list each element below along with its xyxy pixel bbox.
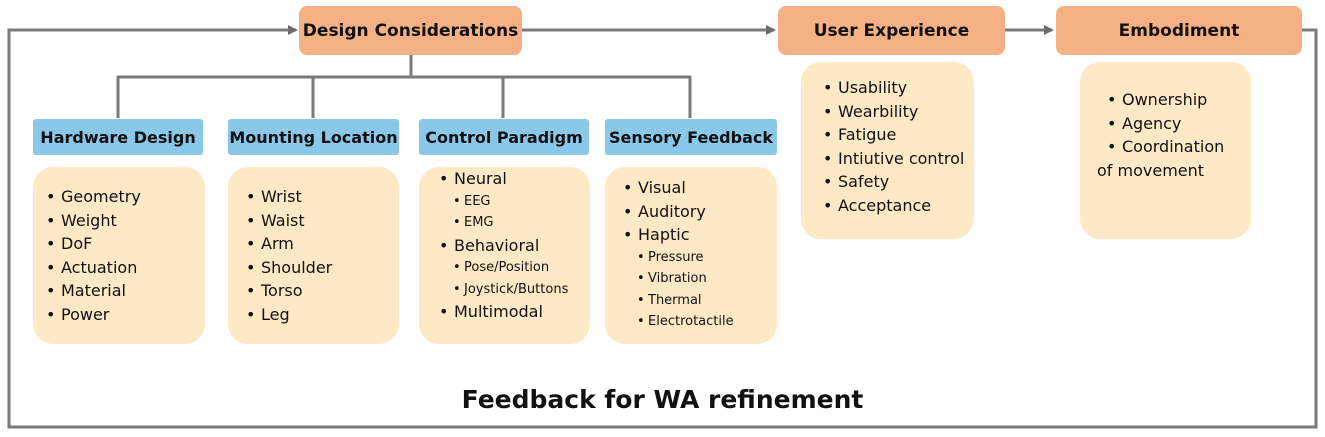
sub-list-item: •EMG xyxy=(453,215,494,231)
embodiment-box: Embodiment xyxy=(1056,6,1302,55)
list-item-continuation: of movement xyxy=(1097,160,1205,180)
sensory-feedback-header: Sensory Feedback xyxy=(605,119,777,155)
control-paradigm-label: Control Paradigm xyxy=(425,127,583,147)
list-item: •Wrist xyxy=(246,187,302,206)
sub-list-item: •Thermal xyxy=(637,292,702,308)
hardware-design-header: Hardware Design xyxy=(33,119,203,155)
list-item: •Usability xyxy=(823,78,908,97)
list-item: •DoF xyxy=(46,234,93,254)
list-item: •Torso xyxy=(246,281,303,301)
hardware-design-card: •Geometry •Weight •DoF •Actuation •Mater… xyxy=(33,167,205,344)
list-item: •Actuation xyxy=(46,257,138,277)
design-considerations-box: Design Considerations xyxy=(299,6,522,55)
list-item: •Material xyxy=(46,281,126,301)
user-experience-card: •Usability •Wearbility •Fatigue •Intiuti… xyxy=(801,62,974,239)
list-item: •Auditory xyxy=(623,201,706,221)
user-experience-label: User Experience xyxy=(813,20,970,41)
list-item: •Visual xyxy=(623,178,686,197)
embodiment-label: Embodiment xyxy=(1118,20,1240,41)
list-item: •Arm xyxy=(246,234,294,254)
list-item: •Geometry xyxy=(46,187,141,206)
mounting-location-label: Mounting Location xyxy=(229,127,398,147)
list-item: •Leg xyxy=(246,304,290,324)
list-item: •Safety xyxy=(823,172,890,192)
sub-list-item: •Vibration xyxy=(637,271,707,287)
mounting-location-card: •Wrist •Waist •Arm •Shoulder •Torso •Leg xyxy=(228,167,399,344)
sub-list-item: •Joystick/Buttons xyxy=(453,281,569,297)
embodiment-card: •Ownership •Agency •Coordination of move… xyxy=(1080,62,1251,239)
feedback-label: Feedback for WA refinement xyxy=(461,385,864,414)
list-item: •Wearbility xyxy=(823,101,919,121)
list-item: •Weight xyxy=(46,210,117,230)
list-item: •Waist xyxy=(246,210,305,230)
mounting-location-header: Mounting Location xyxy=(228,119,399,155)
list-item: •Haptic xyxy=(623,225,690,245)
user-experience-box: User Experience xyxy=(778,6,1005,55)
design-considerations-label: Design Considerations xyxy=(302,20,519,41)
list-item: •Fatigue xyxy=(823,125,897,145)
sub-list-item: •EEG xyxy=(453,193,491,209)
list-item: •Intiutive control xyxy=(823,148,965,168)
control-paradigm-card: •Neural •EEG •EMG •Behavioral •Pose/Posi… xyxy=(419,167,590,344)
feedback-loop-line xyxy=(7,25,1318,429)
sub-list-item: •Pressure xyxy=(637,249,704,265)
list-item: •Shoulder xyxy=(246,257,333,277)
list-item: •Neural xyxy=(439,169,507,188)
list-item: •Behavioral xyxy=(439,235,540,255)
sub-list-item: •Electrotactile xyxy=(637,314,734,330)
list-item: •Ownership xyxy=(1107,90,1208,109)
list-item: •Multimodal xyxy=(439,302,543,322)
control-paradigm-header: Control Paradigm xyxy=(419,119,589,155)
list-item: •Coordination xyxy=(1107,137,1225,157)
list-item: •Acceptance xyxy=(823,195,932,215)
list-item: •Agency xyxy=(1107,113,1182,133)
sensory-feedback-label: Sensory Feedback xyxy=(609,127,773,147)
sensory-feedback-card: •Visual •Auditory •Haptic •Pressure •Vib… xyxy=(605,167,777,344)
hardware-design-label: Hardware Design xyxy=(40,127,196,147)
list-item: •Power xyxy=(46,304,110,324)
sub-list-item: •Pose/Position xyxy=(453,260,550,276)
